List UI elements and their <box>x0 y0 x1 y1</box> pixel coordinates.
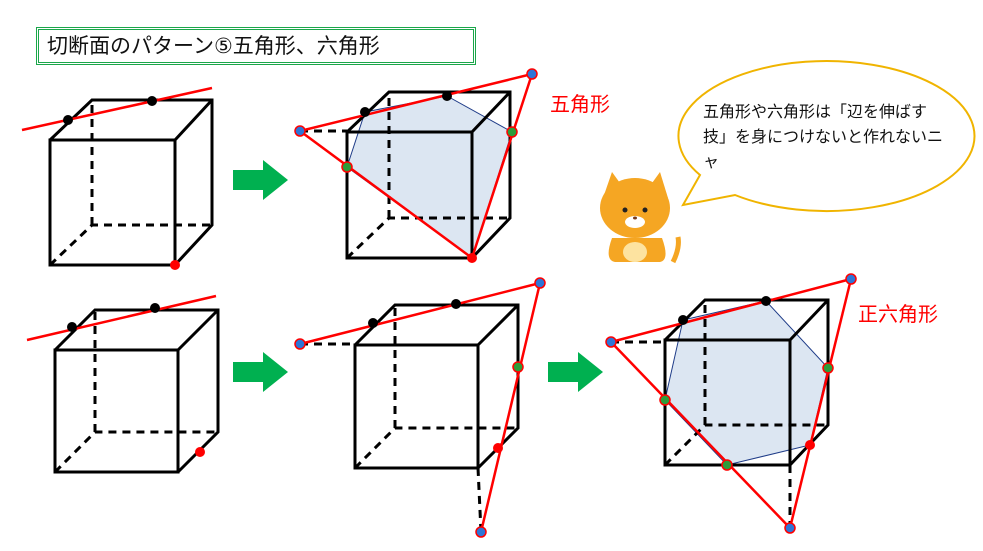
cat-icon <box>600 172 681 264</box>
arrow-icon <box>233 160 288 200</box>
arrow-icon <box>548 352 603 392</box>
pentagon-label: 五角形 <box>550 92 610 116</box>
arrow-icon <box>233 352 288 392</box>
speech-bubble-text: 五角形や六角形は「辺を伸ばす技」を身につけないと作れないニャ <box>703 102 944 171</box>
hexagon-label: 正六角形 <box>858 302 938 326</box>
cube-2 <box>300 90 512 260</box>
speech-bubble <box>677 60 976 213</box>
cube-4 <box>300 303 520 533</box>
page-title: 切断面のパターン⑤五角形、六角形 <box>36 27 476 65</box>
cube-3 <box>53 308 220 474</box>
cube-1 <box>48 98 214 267</box>
